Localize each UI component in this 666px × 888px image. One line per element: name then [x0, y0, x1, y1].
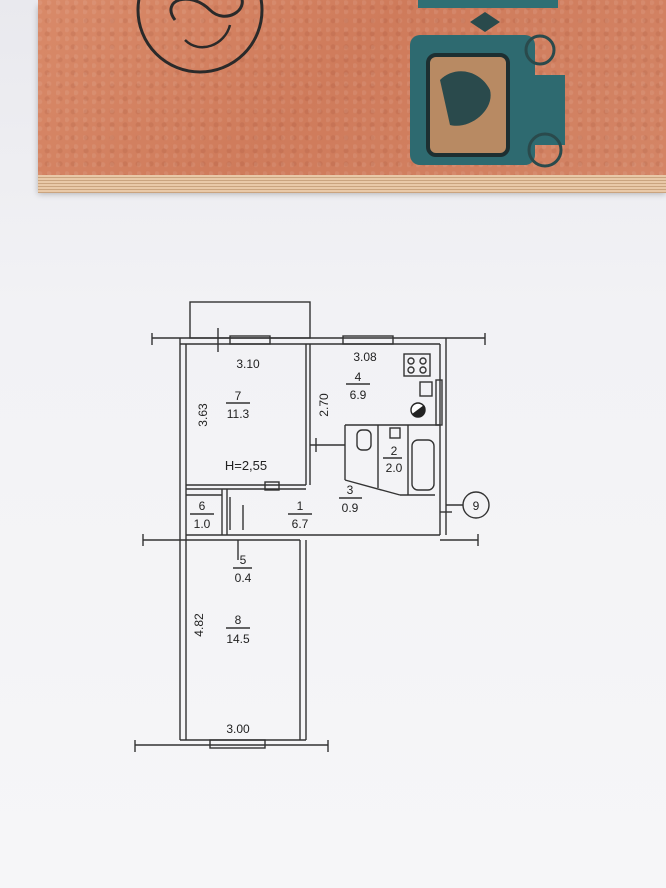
- window: [229, 335, 271, 345]
- carriage-top: [418, 0, 558, 8]
- room-number: 8: [235, 613, 242, 627]
- room-area: 6.7: [292, 517, 309, 531]
- toilet-icon: [356, 429, 372, 451]
- room-area: 1.0: [194, 517, 211, 531]
- sink-icon: [389, 427, 401, 439]
- room-area: 11.3: [227, 407, 250, 421]
- dimension-label: 4.82: [192, 613, 206, 637]
- bathtub-icon: [411, 439, 435, 491]
- room-number: 5: [240, 553, 247, 567]
- room-area: 6.9: [350, 388, 367, 402]
- dimension-label: 2.70: [317, 393, 331, 417]
- room-number: 7: [235, 389, 242, 403]
- balcony: [189, 301, 311, 339]
- dimension-label: 3.10: [236, 357, 260, 371]
- wheel-icon: [524, 34, 556, 66]
- room-area: 0.4: [235, 571, 252, 585]
- ceiling-height-label: H=2,55: [225, 458, 267, 473]
- emblem-circle: [136, 0, 264, 74]
- room-number: 3: [347, 483, 354, 497]
- room-number: 1: [297, 499, 304, 513]
- room-number: 2: [391, 444, 398, 458]
- door-opening: [264, 481, 280, 491]
- book-cover-illustration: [136, 0, 565, 168]
- wheel-icon: [527, 132, 563, 168]
- window: [342, 335, 394, 345]
- emblem-swirl: [169, 0, 244, 21]
- diamond-ornament: [470, 12, 500, 32]
- room-number: 6: [199, 499, 206, 513]
- room-area: 0.9: [342, 501, 359, 515]
- dimension-label: 3.00: [226, 722, 250, 736]
- dimension-label: 3.63: [196, 403, 210, 427]
- kitchen-sink-icon: [419, 381, 433, 397]
- room-area: 2.0: [386, 461, 403, 475]
- radiator-icon: [435, 379, 443, 426]
- stove-icon: [403, 353, 431, 377]
- room-marker: 9: [473, 499, 480, 513]
- dimension-label: 3.08: [353, 350, 377, 364]
- room-number: 4: [355, 370, 362, 384]
- window: [209, 739, 266, 749]
- room-area: 14.5: [226, 632, 250, 646]
- book-page-edges: [38, 175, 666, 193]
